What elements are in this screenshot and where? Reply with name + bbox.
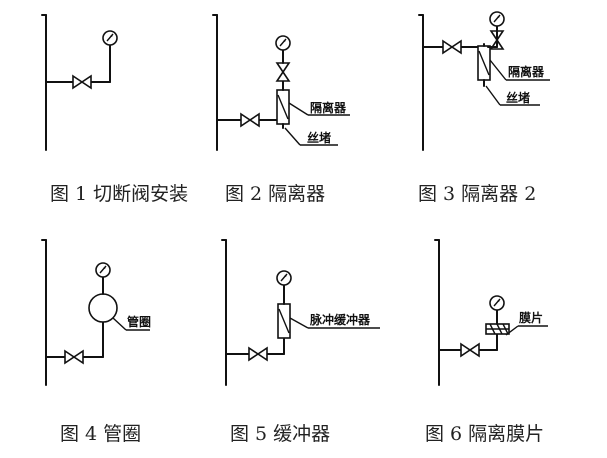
pressure-gauge-icon (489, 295, 505, 311)
figure-3-isolator-2: 隔离器 丝堵 图 3 隔离器 2 (418, 11, 550, 205)
isolator-icon (276, 89, 290, 125)
coil-icon (88, 293, 118, 323)
isolator-icon (477, 45, 491, 81)
figure-1-cutoff-valve: 图 1 切断阀安装 (41, 14, 188, 205)
pulse-buffer-label: 脉冲缓冲器 (309, 312, 371, 327)
valve-icon (442, 40, 462, 54)
coil-label: 管圈 (127, 314, 151, 329)
figure-4-coil: 管圈 图 4 管圈 (41, 239, 151, 445)
figure-4-caption: 图 4 管圈 (60, 423, 141, 445)
pulse-buffer-icon (277, 303, 291, 339)
figure-5-buffer: 脉冲缓冲器 图 5 缓冲器 (221, 239, 380, 445)
figure-2-isolator: 隔离器 丝堵 图 2 隔离器 (212, 14, 350, 205)
pressure-gauge-icon (276, 270, 292, 286)
isolator-label: 隔离器 (310, 100, 347, 115)
pressure-gauge-icon (489, 11, 505, 27)
figure-2-caption: 图 2 隔离器 (225, 183, 325, 205)
figure-5-caption: 图 5 缓冲器 (230, 423, 330, 445)
figure-6-diaphragm: 膜片 图 6 隔离膜片 (425, 239, 548, 445)
valve-icon (64, 350, 84, 364)
pressure-gauge-icon (275, 35, 291, 51)
plug-label: 丝堵 (506, 90, 530, 105)
pressure-gauge-icon (95, 262, 111, 278)
valve-icon (240, 113, 260, 127)
diaphragm-icon (485, 323, 510, 335)
pressure-gauge-icon (102, 30, 118, 46)
figure-1-caption: 图 1 切断阀安装 (50, 183, 188, 205)
valve-icon (276, 62, 290, 82)
plug-label: 丝堵 (307, 130, 331, 145)
valve-icon (460, 343, 480, 357)
figure-3-caption: 图 3 隔离器 2 (418, 183, 536, 205)
diaphragm-label: 膜片 (519, 310, 543, 325)
valve-icon (248, 347, 268, 361)
cutoff-valve-icon (72, 75, 92, 89)
isolator-label: 隔离器 (508, 64, 545, 79)
figure-6-caption: 图 6 隔离膜片 (425, 423, 544, 445)
